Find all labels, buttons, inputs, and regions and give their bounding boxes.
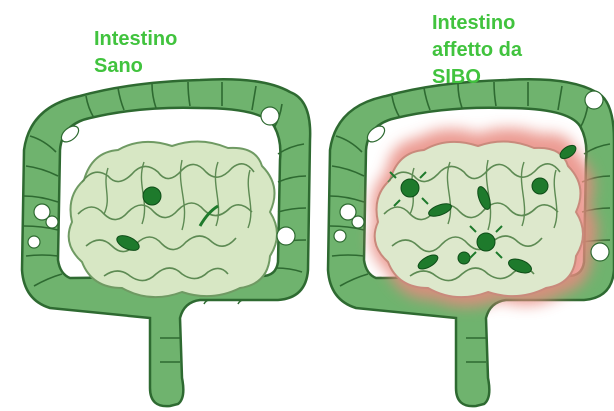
label-line: SIBO	[432, 64, 522, 91]
healthy-intestine-label: Intestino Sano	[94, 26, 177, 80]
label-line: Intestino	[432, 10, 522, 37]
sibo-intestine-label: Intestino affetto da SIBO	[432, 10, 522, 91]
sibo-intestine-illustration	[328, 79, 614, 406]
label-line: Intestino	[94, 26, 177, 53]
label-line: affetto da	[432, 37, 522, 64]
healthy-intestine-illustration	[22, 79, 310, 406]
label-line: Sano	[94, 53, 177, 80]
